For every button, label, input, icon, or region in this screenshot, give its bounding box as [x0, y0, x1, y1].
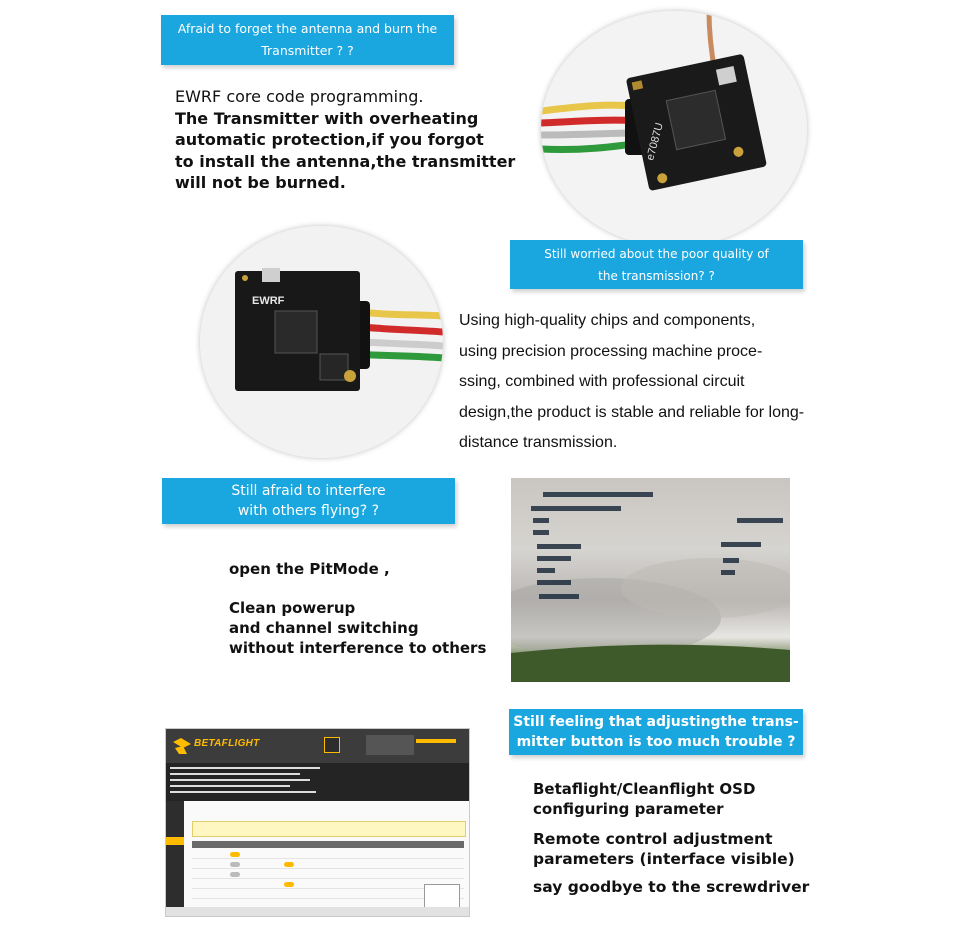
connect-button[interactable] [324, 737, 340, 753]
table-row [192, 870, 464, 879]
betaflight-logo: BETAFLIGHT [194, 738, 260, 749]
transmitter-illustration-2: EWRF [200, 226, 443, 458]
banner-line: Transmitter ? ? [261, 43, 354, 58]
text-line: Betaflight/Cleanflight OSD [533, 780, 756, 798]
osd-config-text: Betaflight/Cleanflight OSD configuring p… [533, 779, 755, 819]
text-line: ssing, combined with professional circui… [459, 373, 745, 390]
text-line: to install the antenna,the transmitter [175, 151, 516, 171]
table-row [192, 890, 464, 899]
text-line: Using high-quality chips and components, [459, 312, 756, 329]
banner-line: mitter button is too much trouble ? [516, 734, 796, 750]
banner-line: with others flying? ? [237, 503, 380, 519]
transmitter-photo-top: e7087U [541, 11, 807, 247]
text-line: say goodbye to the screwdriver [533, 878, 810, 896]
text-line: distance transmission. [459, 434, 618, 451]
banner-interference: Still afraid to interfere with others fl… [162, 478, 455, 524]
text-line: and channel switching [229, 619, 419, 637]
table-row [192, 860, 464, 869]
status-bar [416, 739, 456, 743]
remote-adjust-text: Remote control adjustment parameters (in… [533, 829, 795, 869]
text-line: without interference to others [229, 639, 487, 657]
transmitter-illustration: e7087U [541, 11, 807, 247]
banner-antenna: Afraid to forget the antenna and burn th… [161, 15, 454, 65]
toggle-switch[interactable] [230, 872, 240, 877]
pitmode-text: open the PitMode , [229, 559, 390, 579]
betaflight-screenshot: BETAFLIGHT [165, 728, 470, 917]
transmitter-photo-bottom: EWRF [200, 226, 443, 458]
banner-line: the transmission? ? [598, 269, 715, 283]
betaflight-sidebar[interactable] [166, 801, 184, 907]
banner-line: Still afraid to interfere [231, 483, 386, 499]
text-line: EWRF core code programming. [175, 87, 424, 106]
text-line: parameters (interface visible) [533, 850, 795, 868]
toggle-switch[interactable] [284, 882, 294, 887]
banner-quality: Still worried about the poor quality of … [510, 240, 803, 289]
osd-video-photo [511, 478, 790, 682]
ports-table-header [192, 841, 464, 848]
banner-line: Afraid to forget the antenna and burn th… [177, 21, 438, 36]
text-line: Remote control adjustment [533, 830, 773, 848]
ports-note [192, 821, 466, 837]
banner-line: Still worried about the poor quality of [544, 247, 769, 261]
toggle-switch[interactable] [230, 852, 240, 857]
banner-adjusting: Still feeling that adjustingthe trans- m… [509, 709, 803, 755]
toggle-switch[interactable] [284, 862, 294, 867]
text-line: Clean powerup [229, 599, 356, 617]
screwdriver-text: say goodbye to the screwdriver [533, 877, 809, 897]
banner-line: Still feeling that adjustingthe trans- [513, 714, 799, 730]
text-line: configuring parameter [533, 800, 724, 818]
text-line: open the PitMode , [229, 560, 390, 578]
text-line: automatic protection,if you forgot [175, 130, 484, 149]
chip-label: EWRF [252, 295, 285, 307]
pitmode-description: Clean powerup and channel switching with… [229, 598, 486, 658]
text-line: design,the product is stable and reliabl… [459, 403, 805, 421]
text-line: will not be burned. [175, 173, 346, 192]
toggle-switch[interactable] [230, 862, 240, 867]
text-line: using precision processing machine proce… [459, 342, 763, 360]
osd-scene [511, 492, 790, 682]
betaflight-header: BETAFLIGHT [166, 729, 469, 763]
quality-description: Using high-quality chips and components,… [459, 306, 804, 459]
table-row [192, 880, 464, 889]
betaflight-log [166, 763, 469, 801]
antenna-description: EWRF core code programming. The Transmit… [175, 86, 515, 194]
bee-logo-icon [173, 738, 191, 754]
toolbar [366, 735, 414, 755]
table-row [192, 850, 464, 859]
text-line: The Transmitter with overheating [175, 108, 479, 128]
betaflight-footer [166, 907, 469, 916]
peripherals-dropdown[interactable] [424, 884, 460, 908]
